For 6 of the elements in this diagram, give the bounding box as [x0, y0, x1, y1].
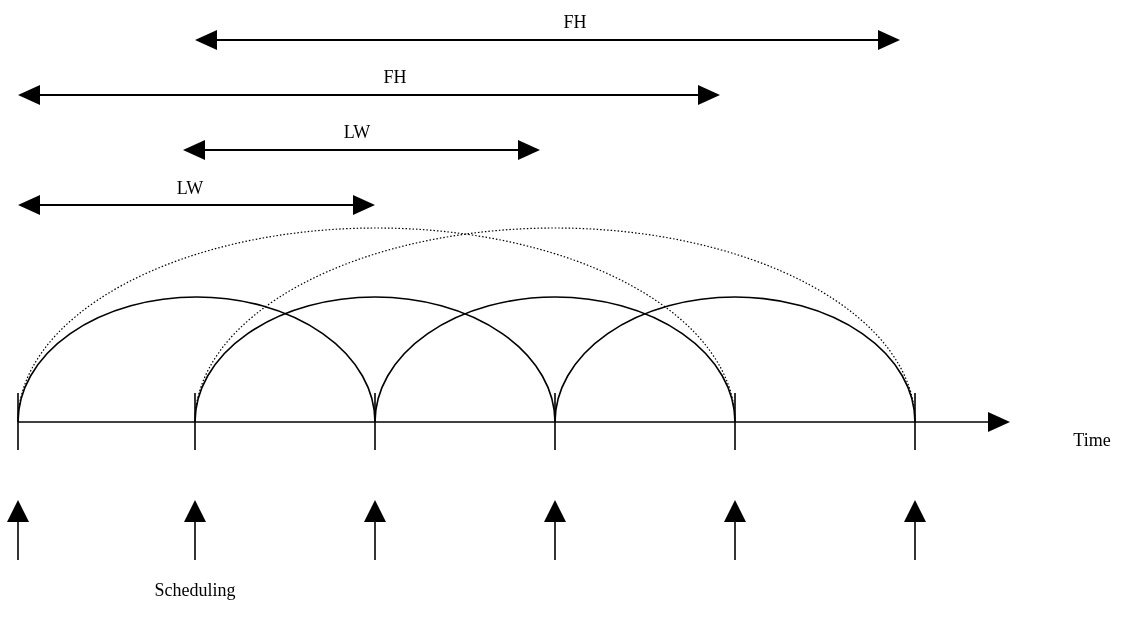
- dimension-label: FH: [563, 13, 587, 31]
- axis-label: Time: [1073, 431, 1111, 449]
- caption-text: Scheduling: [154, 581, 236, 599]
- dimension-label: FH: [383, 68, 407, 86]
- dimension-label: LW: [176, 179, 204, 197]
- dimension-label: LW: [343, 123, 371, 141]
